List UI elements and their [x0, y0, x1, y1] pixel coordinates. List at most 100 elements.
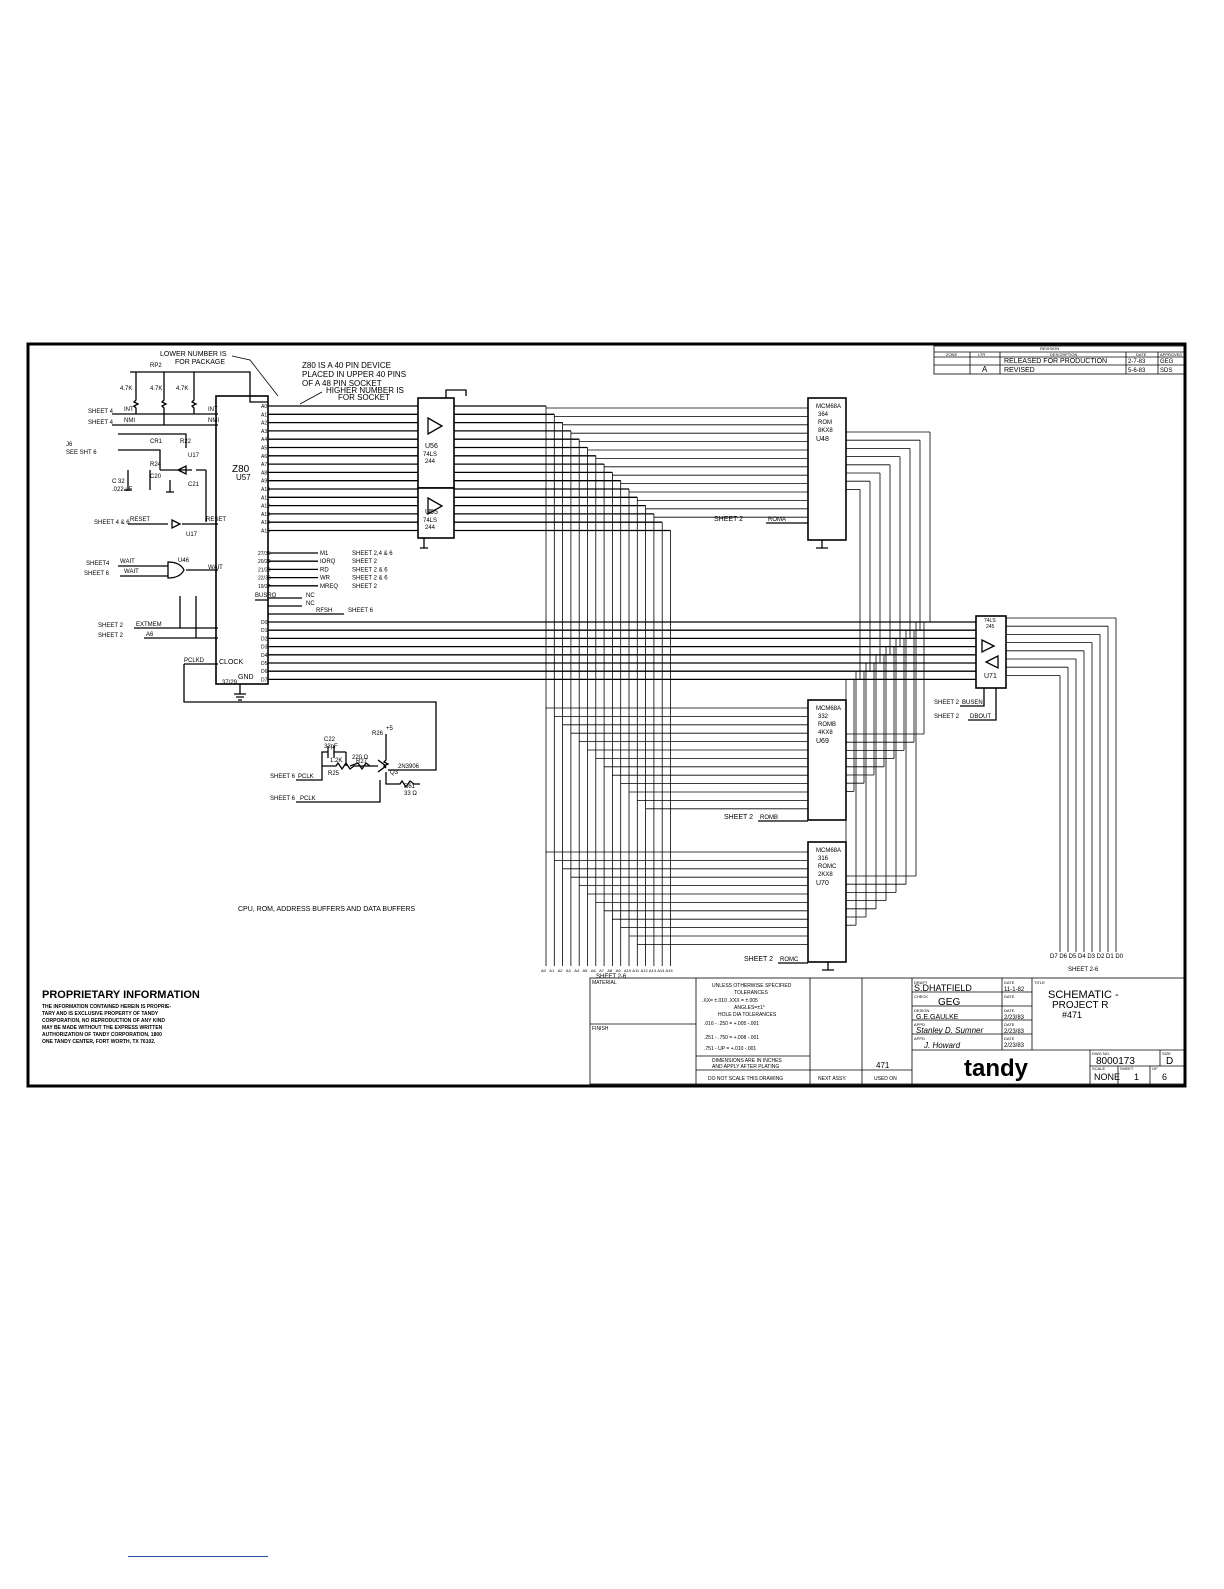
svg-text:316: 316	[818, 856, 829, 862]
svg-text:GND: GND	[238, 674, 254, 681]
svg-text:TOLERANCES: TOLERANCES	[734, 990, 768, 996]
svg-text:SHEET 2-6: SHEET 2-6	[1068, 967, 1099, 973]
svg-text:SHEET 2: SHEET 2	[714, 516, 743, 523]
address-pin-label: A12	[261, 504, 270, 510]
svg-text:Z80: Z80	[232, 464, 250, 475]
svg-text:U55: U55	[425, 509, 438, 516]
svg-text:INT: INT	[208, 407, 218, 413]
svg-text:SHEET 2: SHEET 2	[98, 623, 124, 629]
svg-text:8KX8: 8KX8	[818, 428, 833, 434]
svg-text:2N3906: 2N3906	[398, 764, 420, 770]
svg-text:RFSH: RFSH	[316, 608, 332, 614]
svg-text:THE INFORMATION CONTAINED HERE: THE INFORMATION CONTAINED HEREIN IS PROP…	[42, 1004, 171, 1010]
svg-text:SHEET4: SHEET4	[86, 561, 110, 567]
svg-text:DATE: DATE	[1004, 980, 1015, 985]
svg-text:74LS: 74LS	[423, 452, 437, 458]
control-destination: SHEET 2	[352, 559, 378, 565]
svg-text:CHECK: CHECK	[914, 994, 928, 999]
svg-text:R24: R24	[150, 462, 162, 468]
data-pin-label: D0	[261, 620, 268, 626]
address-pin-label: A15	[261, 529, 270, 535]
svg-text:2/23/83: 2/23/83	[1004, 1043, 1025, 1049]
svg-text:AND APPLY AFTER PLATING: AND APPLY AFTER PLATING	[712, 1064, 779, 1070]
svg-text:.022 uF: .022 uF	[112, 487, 133, 493]
tandy-logo: tandy	[964, 1055, 1029, 1082]
svg-text:6: 6	[1162, 1072, 1167, 1082]
lower-number-note: LOWER NUMBER IS FOR PACKAGE	[160, 351, 279, 397]
svg-text:OF: OF	[1152, 1066, 1158, 1071]
svg-text:MATERIAL: MATERIAL	[592, 980, 617, 986]
svg-text:5-6-83: 5-6-83	[1128, 368, 1146, 374]
svg-text:8000173: 8000173	[1096, 1056, 1135, 1067]
svg-text:U71: U71	[984, 673, 997, 680]
address-bus-label: A7	[599, 968, 605, 973]
svg-text:U57: U57	[236, 473, 251, 482]
address-bus-label: A11	[632, 968, 640, 973]
svg-text:.XX= ±.010 .XXX = ±.005: .XX= ±.010 .XXX = ±.005	[702, 998, 758, 1004]
svg-text:FINISH: FINISH	[592, 1026, 609, 1032]
svg-text:.016 - .250 = +.005 -.001: .016 - .250 = +.005 -.001	[704, 1021, 759, 1027]
svg-text:ROMB: ROMB	[760, 815, 778, 821]
svg-text:HOLE DIA TOLERANCES: HOLE DIA TOLERANCES	[718, 1012, 777, 1018]
svg-text:MCM68A: MCM68A	[816, 848, 841, 854]
svg-text:ROMC: ROMC	[818, 864, 837, 870]
svg-text:SHEET 6: SHEET 6	[270, 796, 296, 802]
address-bus-label: A15	[666, 968, 674, 973]
svg-text:SCALE: SCALE	[1092, 1066, 1105, 1071]
address-pin-label: A13	[261, 512, 270, 518]
control-signal: M1	[320, 551, 329, 557]
svg-text:REVISED: REVISED	[1004, 367, 1035, 374]
svg-text:Z80 IS A 40 PIN DEVICE: Z80 IS A 40 PIN DEVICE	[302, 361, 391, 370]
svg-text:D: D	[1166, 1056, 1173, 1067]
svg-text:DATE: DATE	[1136, 352, 1147, 357]
address-bus-label: A14	[657, 968, 665, 973]
address-pin-label: A8	[261, 470, 267, 476]
address-bus-label: A10	[624, 968, 632, 973]
svg-text:EXTMEM: EXTMEM	[136, 622, 162, 628]
svg-text:PCLKD: PCLKD	[184, 658, 205, 664]
svg-text:Q3: Q3	[390, 770, 399, 776]
control-signal: RD	[320, 567, 329, 573]
data-pin-label: D5	[261, 661, 268, 667]
svg-text:.251 - .750 = +.008 -.001: .251 - .750 = +.008 -.001	[704, 1035, 759, 1041]
svg-text:33 Ω: 33 Ω	[404, 791, 417, 797]
address-pin-label: A9	[261, 479, 267, 485]
svg-text:471: 471	[876, 1061, 890, 1070]
svg-text:UNLESS OTHERWISE SPECIFIED: UNLESS OTHERWISE SPECIFIED	[712, 983, 792, 989]
svg-text:SHEET 6: SHEET 6	[348, 608, 374, 614]
address-bus-label: A0	[541, 968, 547, 973]
svg-text:NMI: NMI	[208, 418, 219, 424]
svg-text:CORPORATION, NO REPRODUCTION O: CORPORATION, NO REPRODUCTION OF ANY KIND	[42, 1018, 165, 1024]
svg-text:C20: C20	[150, 474, 162, 480]
svg-text:SHEET 2: SHEET 2	[724, 814, 753, 821]
svg-text:.751 - UP = +.010 -.001: .751 - UP = +.010 -.001	[704, 1046, 756, 1052]
svg-text:ONE TANDY CENTER, FORT WORTH,: ONE TANDY CENTER, FORT WORTH, TX 76102.	[42, 1039, 156, 1045]
svg-text:ROMC: ROMC	[780, 957, 799, 963]
svg-text:SHEET 2-6: SHEET 2-6	[596, 974, 627, 980]
svg-text:RESET: RESET	[206, 517, 226, 523]
svg-text:SHEET 6: SHEET 6	[84, 571, 110, 577]
svg-text:#471: #471	[1062, 1010, 1082, 1020]
svg-text:CLOCK: CLOCK	[219, 659, 243, 666]
svg-text:SHEET 2: SHEET 2	[934, 714, 960, 720]
svg-text:A: A	[982, 365, 988, 374]
svg-text:TITLE: TITLE	[1034, 980, 1045, 985]
address-bus-label: A5	[583, 968, 589, 973]
svg-text:U69: U69	[816, 738, 829, 745]
address-bus-label: A8	[607, 968, 613, 973]
data-pin-label: D2	[261, 636, 268, 642]
svg-text:364: 364	[818, 412, 829, 418]
control-destination: SHEET 2,4 & 6	[352, 551, 393, 557]
control-pin: 22/30	[258, 576, 271, 582]
data-pin-label: D4	[261, 653, 268, 659]
control-signal: WR	[320, 576, 331, 582]
address-bus-label: A6	[591, 968, 597, 973]
svg-text:11-1-82: 11-1-82	[1004, 987, 1025, 993]
svg-text:PLACED IN UPPER 40 PINS: PLACED IN UPPER 40 PINS	[302, 370, 406, 379]
svg-text:INT: INT	[124, 407, 134, 413]
svg-text:DATE: DATE	[1004, 1022, 1015, 1027]
svg-text:MCM68A: MCM68A	[816, 404, 841, 410]
